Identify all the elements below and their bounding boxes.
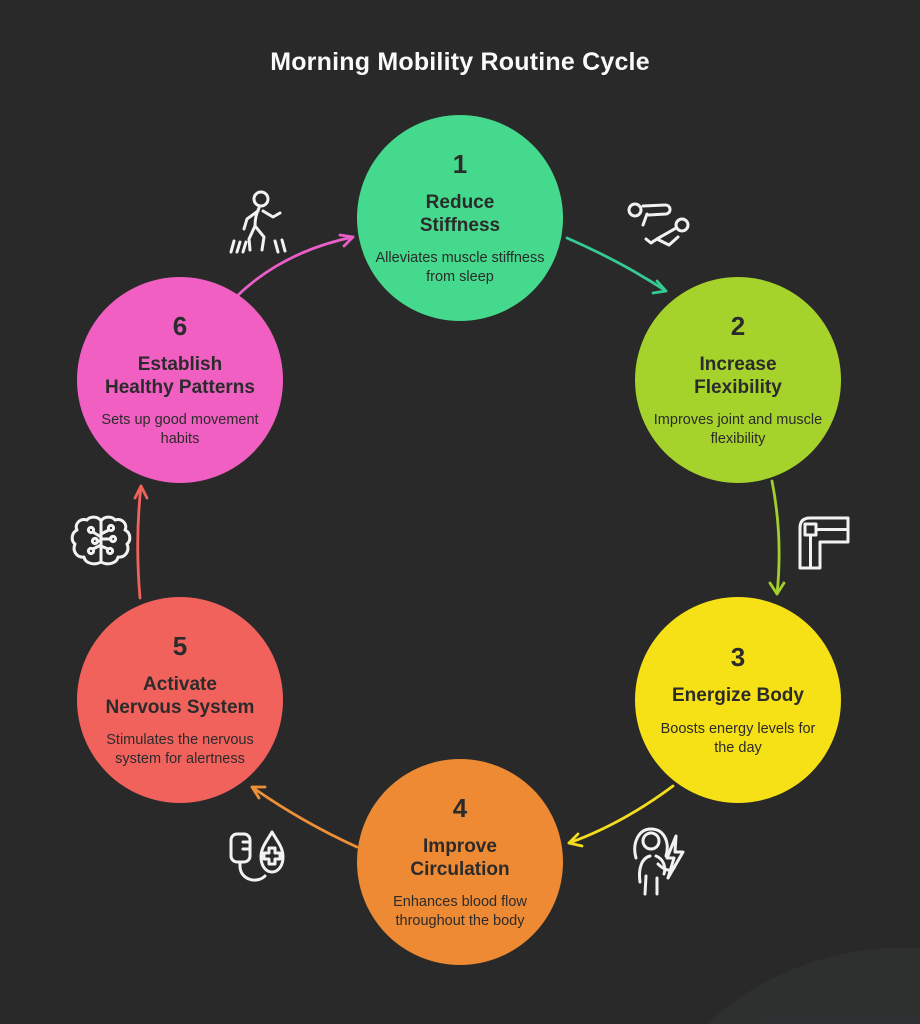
corner-decoration: [618, 948, 920, 1024]
step-title: Energize Body: [672, 685, 804, 707]
diagram-title: Morning Mobility Routine Cycle: [270, 48, 650, 76]
step-title: Establish Healthy Patterns: [105, 353, 255, 398]
step-title: Activate Nervous System: [105, 673, 255, 718]
step-description: Stimulates the nervous system for alertn…: [106, 732, 254, 768]
blood-drop-iv-icon: [227, 828, 291, 888]
step-description: Alleviates muscle stiffness from sleep: [375, 250, 545, 286]
step-number: 3: [730, 642, 746, 673]
step-circle-1: 1 Reduce Stiffness Alleviates muscle sti…: [357, 115, 563, 321]
step-title: Improve Circulation: [410, 835, 510, 880]
arrow-5-to-6: [133, 484, 149, 600]
step-circle-3: 3 Energize Body Boosts energy levels for…: [635, 597, 841, 803]
step-description: Boosts energy levels for the day: [660, 721, 816, 756]
step-number: 2: [730, 310, 746, 341]
step-number: 5: [172, 630, 188, 661]
step-description: Sets up good movement habits: [101, 412, 259, 448]
step-circle-6: 6 Establish Healthy Patterns Sets up goo…: [77, 277, 283, 483]
flexible-joint-icon: [792, 510, 852, 570]
step-description: Improves joint and muscle flexibility: [653, 412, 823, 448]
step-title: Reduce Stiffness: [419, 191, 501, 236]
step-circle-5: 5 Activate Nervous System Stimulates the…: [77, 597, 283, 803]
step-circle-4: 4 Improve Circulation Enhances blood flo…: [357, 759, 563, 965]
walking-person-icon: [228, 190, 290, 258]
step-number: 1: [452, 148, 468, 179]
step-number: 4: [452, 792, 468, 823]
brain-icon: [70, 513, 132, 571]
step-description: Enhances blood flow throughout the body: [393, 894, 527, 930]
stretching-person-icon: [626, 198, 692, 252]
step-title: Increase Flexibility: [694, 353, 782, 398]
step-circle-2: 2 Increase Flexibility Improves joint an…: [635, 277, 841, 483]
arrow-2-to-3: [768, 479, 786, 596]
step-number: 6: [172, 310, 188, 341]
energized-person-icon: [624, 824, 688, 898]
